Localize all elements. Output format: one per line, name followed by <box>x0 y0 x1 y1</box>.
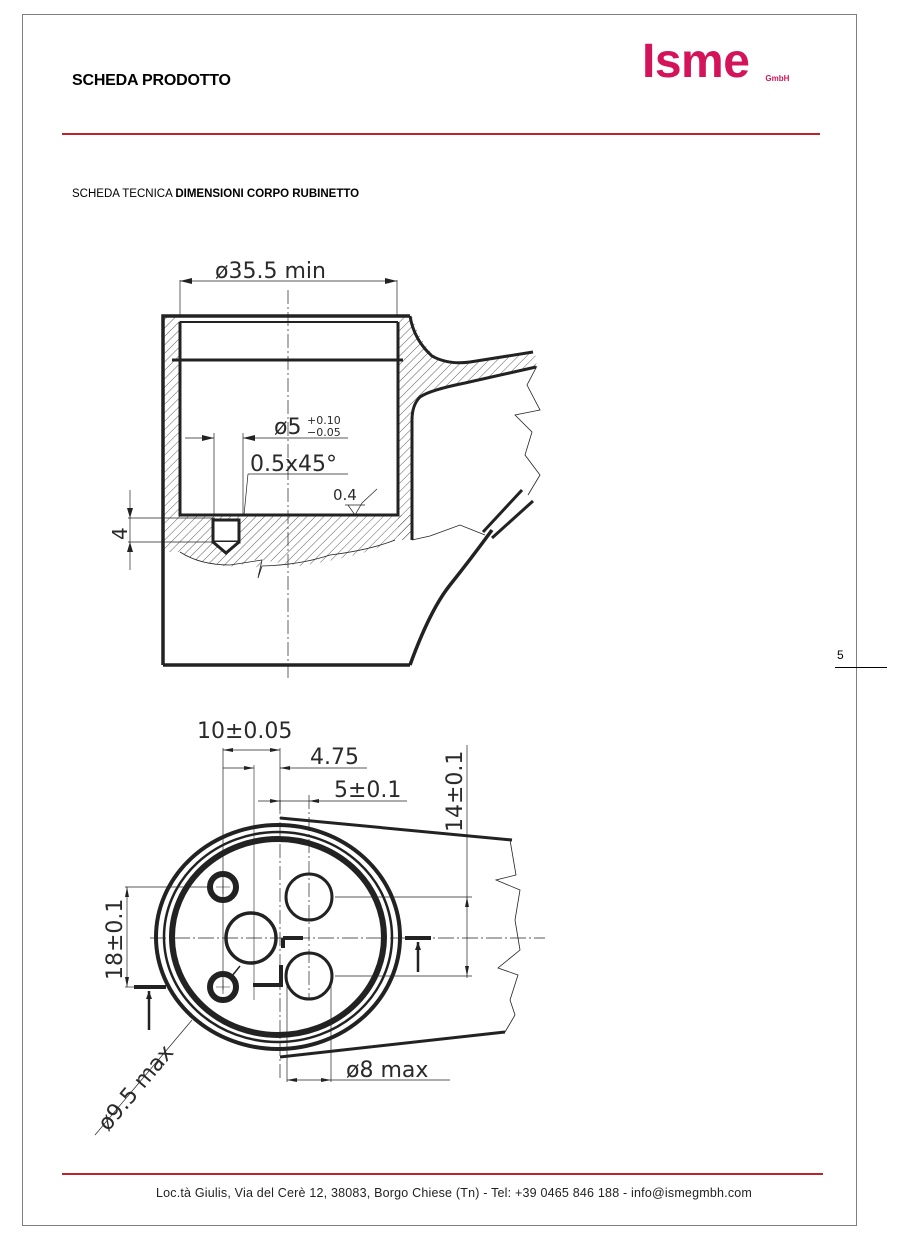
dim-bore-diameter: ø35.5 min <box>215 259 326 284</box>
dim-hole-diameter: ø5 <box>274 415 301 440</box>
header-divider <box>62 133 820 135</box>
page-number-rule <box>835 667 887 668</box>
dim-roughness: 0.4 <box>333 486 357 504</box>
page-frame <box>22 14 857 1226</box>
logo-suffix: GmbH <box>765 74 790 83</box>
dim-hole-small: ø8 max <box>346 1058 428 1083</box>
dim-hole-tol-lower: −0.05 <box>307 426 341 439</box>
dim-spacing-2: 4.75 <box>310 745 359 770</box>
section-title: DIMENSIONI CORPO RUBINETTO <box>175 188 360 200</box>
company-logo: Isme GmbH <box>642 38 789 86</box>
logo-wordmark: Isme <box>642 35 750 88</box>
dim-hole-depth: 4 <box>108 527 132 540</box>
dim-spacing-1: 10±0.05 <box>197 719 292 744</box>
dim-hole-tol-upper: +0.10 <box>307 414 341 427</box>
document-title: SCHEDA PRODOTTO <box>72 72 231 89</box>
footer-divider <box>62 1173 823 1175</box>
plan-view <box>94 745 545 1136</box>
dim-vertical-1: 14±0.1 <box>443 751 468 832</box>
page-number: 5 <box>837 648 844 662</box>
section-view <box>127 278 541 680</box>
section-heading: SCHEDA TECNICA DIMENSIONI CORPO RUBINETT… <box>72 188 359 200</box>
dim-chamfer: 0.5x45° <box>250 452 337 477</box>
dim-hole-large: ø9.5 max <box>93 1041 179 1136</box>
dim-spacing-3: 5±0.1 <box>334 778 401 803</box>
dim-vertical-2: 18±0.1 <box>103 899 128 980</box>
footer-contact: Loc.tà Giulis, Via del Cerè 12, 38083, B… <box>155 1186 753 1200</box>
section-prefix: SCHEDA TECNICA <box>72 188 176 200</box>
